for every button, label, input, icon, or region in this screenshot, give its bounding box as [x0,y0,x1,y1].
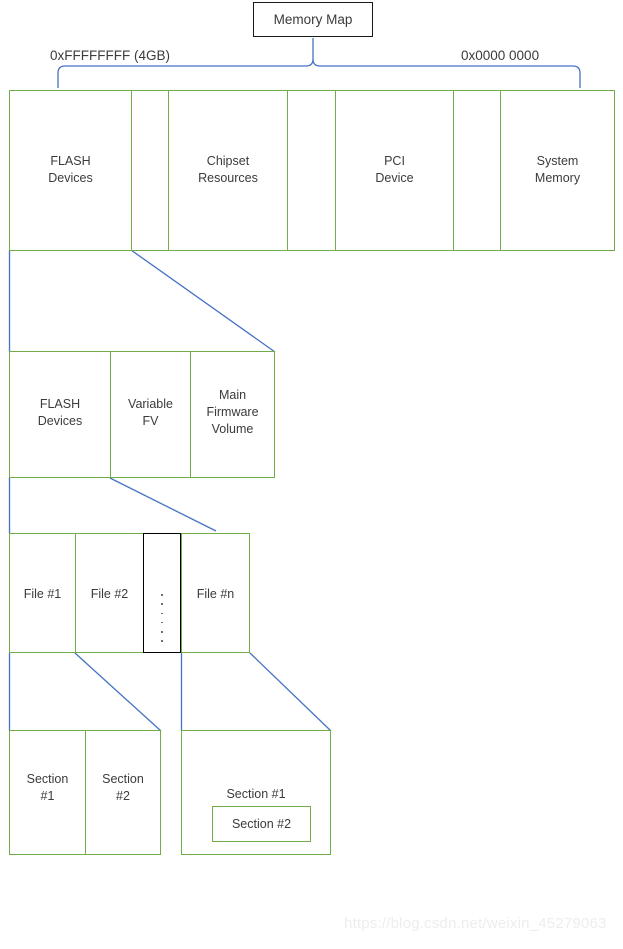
flash-segment-label: Variable FV [128,397,173,428]
connector-filen-right [249,652,332,732]
memory-segment-label: System Memory [534,154,581,185]
memory-range-brace [57,58,581,88]
vertical-ellipsis-icon [143,594,181,642]
memory-segment-chipset-resources[interactable]: Chipset Resources [168,90,288,251]
address-label-low: 0x0000 0000 [461,48,540,63]
section-box-1[interactable]: Section #1 [9,730,86,855]
address-label-high: 0xFFFFFFFF (4GB) [50,48,170,63]
firmware-file-2[interactable]: File #2 [75,533,144,653]
firmware-file-n[interactable]: File #n [181,533,250,653]
firmware-file-ellipsis-box[interactable] [143,533,181,653]
memory-segment-gap-1[interactable] [131,90,169,251]
section-container-label: Section #1 [226,787,286,801]
section-box-2[interactable]: Section #2 [85,730,161,855]
firmware-file-label: File #1 [23,587,62,601]
connector-file2-right [74,652,162,732]
flash-segment-flash-devices[interactable]: FLASH Devices [9,351,111,478]
connector-flash-right [130,249,276,353]
connector-fv-right [109,477,217,532]
section-nested-label: Section #2 [231,817,292,831]
memory-segment-gap-3[interactable] [453,90,501,251]
memory-segment-pci-device[interactable]: PCI Device [335,90,454,251]
section-nested-box[interactable]: Section #2 [212,806,311,842]
watermark: https://blog.csdn.net/weixin_45279063 [344,915,607,932]
memory-segment-flash-devices[interactable]: FLASH Devices [9,90,132,251]
memory-segment-label: FLASH Devices [48,154,93,185]
memory-segment-gap-2[interactable] [287,90,336,251]
section-label: Section #2 [102,772,144,803]
firmware-file-label: File #n [196,587,235,601]
flash-segment-label: FLASH Devices [37,397,83,428]
page-title: Memory Map [273,12,353,27]
flash-segment-variable-fv[interactable]: Variable FV [110,351,191,478]
memory-segment-system-memory[interactable]: System Memory [500,90,615,251]
diagram-title-box: Memory Map [253,2,373,37]
flash-segment-label: Main Firmware Volume [206,388,259,436]
flash-segment-main-firmware-volume[interactable]: Main Firmware Volume [190,351,275,478]
section-label: Section #1 [26,772,69,803]
memory-segment-label: PCI Device [375,154,414,185]
memory-segment-label: Chipset Resources [198,154,258,185]
firmware-file-1[interactable]: File #1 [9,533,76,653]
firmware-file-label: File #2 [90,587,129,601]
